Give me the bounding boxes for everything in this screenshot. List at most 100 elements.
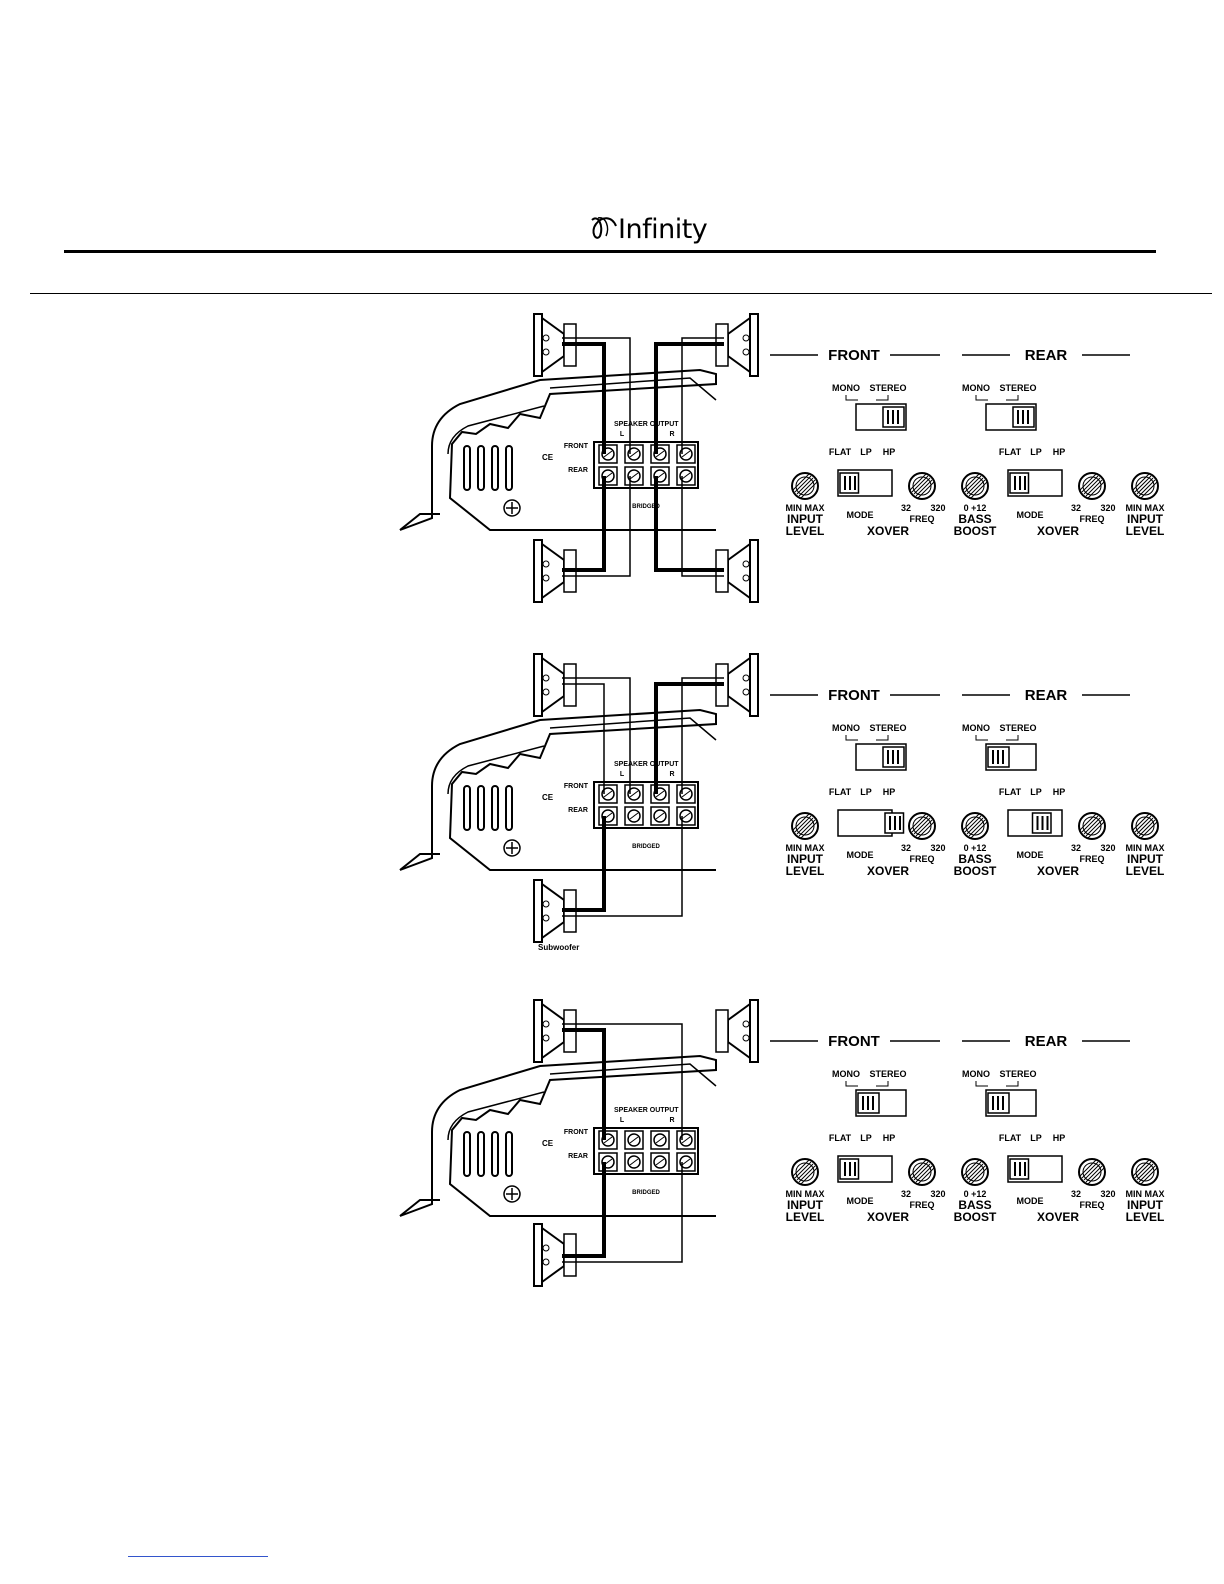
d1-front-f320: 320 [930, 503, 945, 513]
diagram-3-terminal-block-screw [653, 1155, 667, 1169]
wire-2a [562, 683, 605, 794]
d2-front-freq-knob-hatch [909, 813, 927, 831]
d2-rear-input-knob-hatch [1138, 819, 1156, 837]
diagram-3-speaker-tr-neg [742, 1034, 750, 1042]
diagram-2-terminal-block-screw-slot [681, 790, 691, 798]
d2-front-input-knob-hatch [792, 813, 810, 831]
diagram-3-speaker-tl-pos [542, 1020, 550, 1028]
diagram-3-speaker-tr-terminal [715, 1009, 729, 1053]
diagram-1-amp-outline [399, 368, 717, 531]
d3-bass-knob-hatch [966, 1163, 984, 1181]
d2-front-minmax: MIN MAX [786, 843, 825, 853]
diagram-1-speaker-bl-cone [541, 543, 565, 599]
d1-bass-label: BASS [958, 512, 991, 526]
infinity-swirl-icon [591, 217, 617, 239]
diagram-1-rear-term: REAR [568, 467, 588, 474]
d1-rear-input-knob-hatch [1138, 479, 1156, 497]
d1-rear-input-knob-inner [1135, 476, 1155, 496]
d3-rear-minmax: MIN MAX [1126, 1189, 1165, 1199]
diagram-3-terminal-block-screw [653, 1133, 667, 1147]
d2-rear-f32: 32 [1071, 843, 1081, 853]
diagram-3-terminal-block-screw [627, 1133, 641, 1147]
diagram-2-terminal-block-screw-slot [655, 790, 665, 798]
diagram-3-terminal-block-screw [679, 1155, 693, 1169]
diagram-3-front-term: FRONT [564, 1129, 589, 1136]
d2-front-hp: HP [883, 787, 896, 797]
diagram-3-r-label: R [669, 1117, 674, 1124]
d1-boost-range: 0 +12 [964, 503, 987, 513]
d1-rear-flat: FLAT [999, 447, 1022, 457]
d1-front-stereo-label: STEREO [869, 383, 906, 393]
diagram-3-speaker-output: SPEAKER OUTPUT [614, 1107, 679, 1114]
diagram-1-terminal-block-screw-slot [655, 450, 665, 458]
diagram-3-amp-inner [447, 1091, 545, 1141]
d3-rear-f32: 32 [1071, 1189, 1081, 1199]
d1-front-minmax: MIN MAX [786, 503, 825, 513]
diagram-2-rear-term: REAR [568, 807, 588, 814]
wire-3a [562, 1028, 606, 1140]
d2-boost-label: BOOST [954, 864, 997, 878]
d3-rear-input-knob-inner [1135, 1162, 1155, 1182]
diagram-3-ce-mark: CE [542, 1139, 554, 1148]
d2-rear-level-label: LEVEL [1126, 864, 1165, 878]
wire-3c [562, 1162, 606, 1258]
d1-front-f32: 32 [901, 503, 911, 513]
d3-rear-input-knob-hatch [1136, 1163, 1154, 1181]
diagram-3-amp-vent [491, 1131, 499, 1177]
diagram-3-terminal-block-screw [679, 1133, 693, 1147]
d2-front-mono-label: MONO [832, 723, 860, 733]
d2-rear-lp: LP [1030, 787, 1042, 797]
d3-front-freq-label: FREQ [909, 1200, 934, 1210]
d3-front-level-label: LEVEL [786, 1210, 825, 1224]
d2-front-flat: FLAT [829, 787, 852, 797]
d2-front-input-knob-hatch [794, 815, 812, 833]
d3-front-flat: FLAT [829, 1133, 852, 1143]
d1-rear-f320: 320 [1100, 503, 1115, 513]
d1-rear-minmax: MIN MAX [1126, 503, 1165, 513]
d1-rear-input-label: INPUT [1127, 512, 1164, 526]
diagram-2-speaker-bl [533, 879, 543, 943]
diagram-2-speaker-bl-pos [542, 900, 550, 908]
diagram-1-speaker-bl [533, 539, 543, 603]
d3-bass-knob-hatch [968, 1165, 986, 1183]
diagram-2-speaker-tr-cone [727, 657, 751, 713]
d2-rear-hp: HP [1053, 787, 1066, 797]
d1-front-freq-knob-hatch [913, 477, 931, 495]
d2-rear-freq-knob-hatch [1081, 815, 1099, 833]
diagram-2-speaker-tl-pos [542, 674, 550, 682]
diagram-2-speaker-tr-pos [742, 674, 750, 682]
diagram-1-amp-vent [505, 445, 513, 491]
footer-link-underline[interactable] [128, 1556, 268, 1557]
wire-1f [562, 476, 631, 577]
diagram-2-terminal-block-screw [679, 809, 693, 823]
d1-front-mono-label: MONO [832, 383, 860, 393]
wire-1a [562, 342, 606, 454]
d2-rear-xover-label: XOVER [1037, 864, 1079, 878]
diagram-3-amp-screw-cross [506, 1188, 518, 1200]
d3-bass-label: BASS [958, 1198, 991, 1212]
d3-rear-input-knob-hatch [1138, 1165, 1156, 1183]
diagram-2-speaker-tl-cone [541, 657, 565, 713]
d1-rear-label: REAR [1025, 347, 1068, 364]
diagram-3-terminal-block-screw-slot [629, 1158, 639, 1166]
d3-bass-knob-inner [965, 1162, 985, 1182]
diagram-1-speaker-tl-cone [541, 317, 565, 373]
diagram-2-terminal-block-screw [627, 787, 641, 801]
diagram-1-speaker-tl-pos [542, 334, 550, 342]
d3-front-mono-label: MONO [832, 1069, 860, 1079]
infinity-logo: Infinity [588, 212, 708, 248]
d2-front-freq-label: FREQ [909, 854, 934, 864]
diagram-3-speaker-bl [533, 1223, 543, 1287]
diagram-1-l-label: L [620, 431, 625, 438]
diagram-3-terminal-block-screw [627, 1155, 641, 1169]
diagram-2-amp-vent [491, 785, 499, 831]
d3-front-xover-label: XOVER [867, 1210, 909, 1224]
diagram-3-amp-foot [399, 1199, 440, 1217]
d2-rear-flat: FLAT [999, 787, 1022, 797]
d1-rear-hp: HP [1053, 447, 1066, 457]
diagram-1-amp-vent [491, 445, 499, 491]
